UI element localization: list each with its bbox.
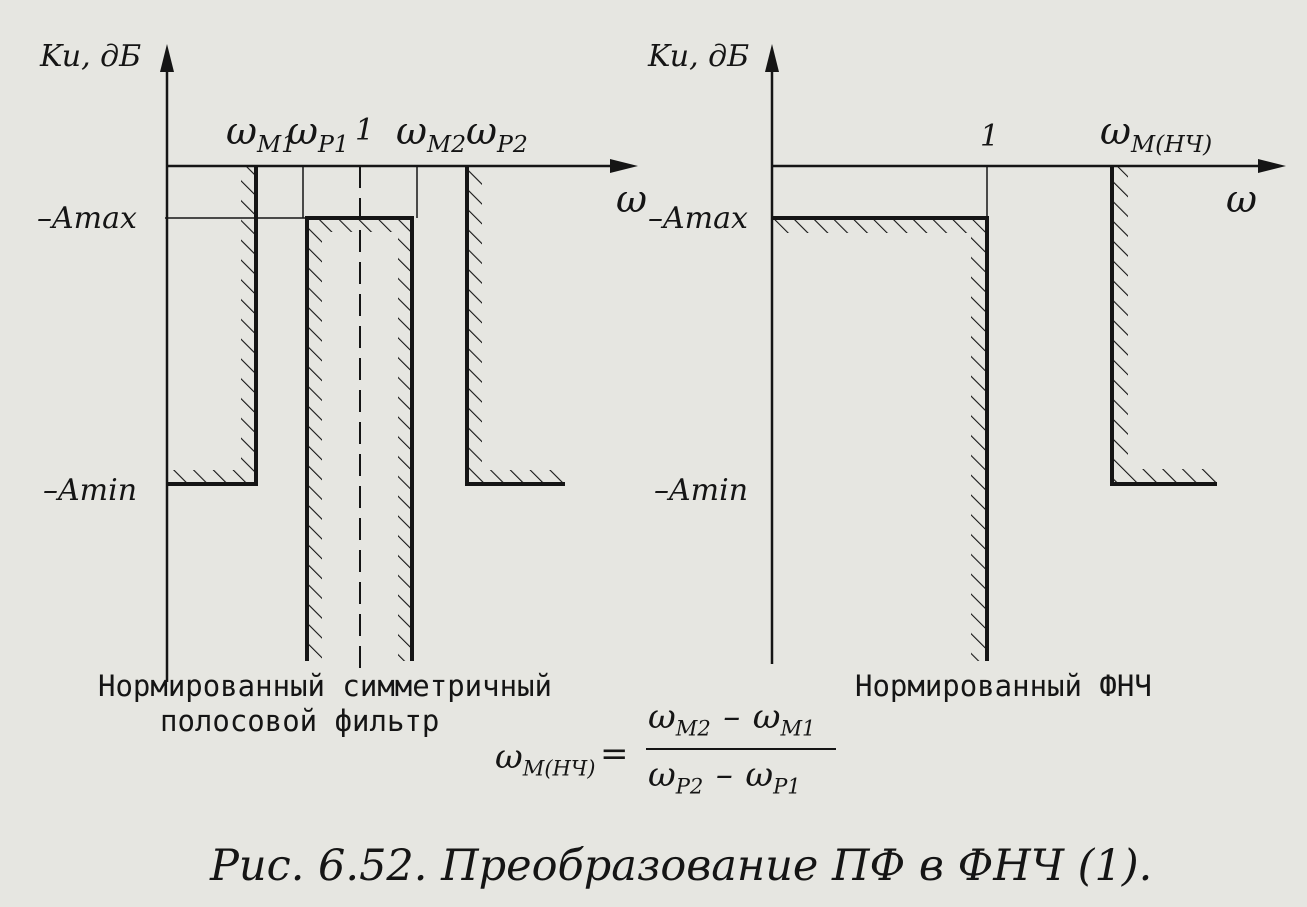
formula-lhs: ωM(НЧ) [495, 737, 596, 781]
lp-amax-label: –Amax [37, 201, 137, 236]
formula-numerator: ωM2–ωM1 [648, 697, 816, 741]
lp-y-axis-label: Ku, дБ [40, 39, 142, 74]
lp-y-axis-arrow [160, 44, 174, 72]
rp-stopband-boundary [1110, 166, 1217, 486]
rp-amin-label: –Amin [654, 473, 749, 508]
lp-x-axis-label: ω [616, 177, 647, 221]
rp-x-axis-label: ω [1226, 177, 1257, 221]
lp-stopband-left-boundary [167, 166, 258, 486]
right-plot [765, 44, 1286, 664]
lp-caption-line2: полосовой фильтр [160, 704, 440, 738]
rp-amax-label: –Amax [648, 201, 748, 236]
lp-freq-label-m1: ωM1 [226, 109, 297, 159]
lp-caption-line1: Нормированный симметричный [98, 669, 552, 703]
lp-freq-label-p1: ωP1 [287, 109, 349, 159]
lp-freq-label-p2: ωP2 [466, 109, 528, 159]
formula-denominator: ωP2–ωP1 [648, 755, 801, 799]
lp-amin-label: –Amin [43, 473, 138, 508]
lp-x-axis-arrow [610, 159, 638, 173]
rp-one-label: 1 [980, 119, 1000, 154]
rp-y-axis-arrow [765, 44, 779, 72]
lp-center-label: 1 [355, 113, 375, 148]
left-plot [160, 44, 638, 682]
lp-freq-label-m2: ωM2 [396, 109, 467, 159]
lp-stopband-right-boundary [465, 166, 565, 486]
formula-equals: = [600, 734, 629, 774]
rp-y-axis-label: Ku, дБ [648, 39, 750, 74]
formula-fraction-bar [646, 748, 836, 750]
rp-freq-label-m-lp: ωM(НЧ) [1100, 109, 1213, 159]
rp-x-axis-arrow [1258, 159, 1286, 173]
figure-caption: Рис. 6.52. Преобразование ПФ в ФНЧ (1). [210, 841, 1153, 891]
rp-caption: Нормированный ФНЧ [855, 669, 1152, 703]
